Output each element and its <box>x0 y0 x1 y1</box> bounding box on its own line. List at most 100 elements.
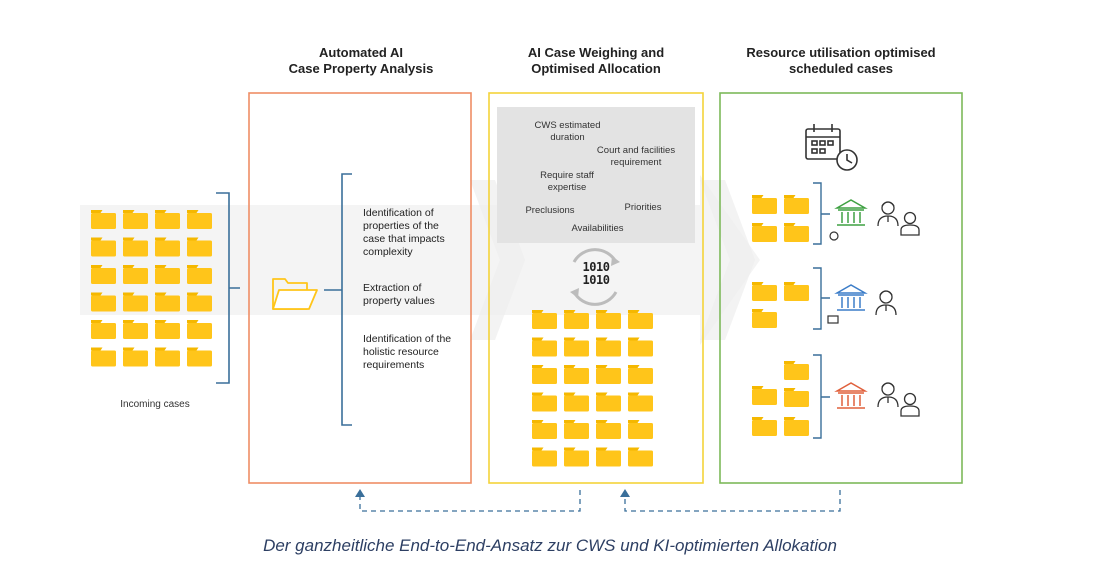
case-folder-icon <box>123 320 148 339</box>
case-folder-icon <box>123 347 148 367</box>
background-chevron <box>700 180 755 340</box>
courthouse-icon <box>834 284 868 311</box>
feedback-arrow-left <box>359 490 581 512</box>
factor-panel <box>497 107 695 243</box>
open-folder-icon <box>272 278 318 310</box>
heading-analysis: Automated AI Case Property Analysis <box>250 45 472 77</box>
heading-scheduled-line2: scheduled cases <box>788 61 894 76</box>
case-folder-icon <box>628 447 653 467</box>
case-folder-icon <box>564 310 589 329</box>
case-folder-icon <box>784 361 809 380</box>
case-folder-icon <box>752 386 777 405</box>
feedback-arrowhead-left <box>355 489 365 497</box>
analysis-item-1-line2: properties of the <box>363 220 439 232</box>
analysis-item-1-line1: Identification of <box>363 207 434 219</box>
factor-court-facilities-line1: Court and facilities <box>596 145 676 156</box>
case-folder-icon <box>187 210 212 229</box>
courthouse-icon <box>834 382 868 409</box>
incoming-folder-grid <box>91 210 212 367</box>
case-folder-icon <box>596 310 621 329</box>
factor-staff-expertise-line1: Require staff <box>540 170 594 181</box>
case-folder-icon <box>532 337 557 357</box>
case-folder-icon <box>596 392 621 412</box>
case-folder-icon <box>187 347 212 367</box>
factor-cws-duration: CWS estimated duration <box>525 120 610 144</box>
factor-cws-duration-line2: duration <box>550 132 585 143</box>
gavel-icon <box>829 231 839 241</box>
case-folder-icon <box>155 292 180 312</box>
case-folder-icon <box>91 210 116 229</box>
incoming-bracket <box>216 192 240 384</box>
case-folder-icon <box>628 420 653 439</box>
factor-staff-expertise: Require staff expertise <box>528 170 606 194</box>
case-folder-icon <box>155 265 180 284</box>
case-folder-icon <box>187 237 212 257</box>
feedback-arrowhead-right <box>620 489 630 497</box>
analysis-item-1: Identification of properties of the case… <box>363 207 468 259</box>
case-folder-icon <box>564 365 589 384</box>
case-folder-icon <box>596 337 621 357</box>
case-folder-icon <box>123 237 148 257</box>
judge-icon <box>877 382 899 408</box>
weighing-box <box>488 92 704 484</box>
case-folder-icon <box>532 420 557 439</box>
factor-court-facilities-line2: requirement <box>610 157 662 168</box>
analysis-bracket <box>324 173 352 426</box>
judge-icon <box>877 201 899 227</box>
case-folder-icon <box>628 310 653 329</box>
heading-scheduled-line1: Resource utilisation optimised <box>746 45 936 60</box>
case-folder-icon <box>596 365 621 384</box>
staff-icon <box>900 392 920 417</box>
analysis-item-2-line1: Extraction of <box>363 282 422 294</box>
binary-glyph-line1: 1010 <box>582 260 610 274</box>
case-folder-icon <box>752 282 777 301</box>
group-bracket-3 <box>813 354 830 439</box>
factor-availabilities: Availabilities <box>571 223 624 234</box>
heading-scheduled: Resource utilisation optimised scheduled… <box>718 45 964 77</box>
scheduled-folder-groups <box>752 195 809 436</box>
heading-weighing: AI Case Weighing and Optimised Allocatio… <box>488 45 704 77</box>
factor-cws-duration-line1: CWS estimated <box>534 120 601 131</box>
case-folder-icon <box>752 417 777 436</box>
analysis-item-2: Extraction of property values <box>363 282 468 308</box>
case-folder-icon <box>784 282 809 301</box>
case-folder-icon <box>91 237 116 257</box>
figure-caption: Der ganzheitliche End-to-End-Ansatz zur … <box>263 536 837 555</box>
case-folder-icon <box>91 265 116 284</box>
case-folder-icon <box>752 223 777 242</box>
case-folder-icon <box>596 420 621 439</box>
case-folder-icon <box>155 347 180 367</box>
case-folder-icon <box>187 320 212 339</box>
case-folder-icon <box>784 388 809 407</box>
case-folder-icon <box>784 417 809 436</box>
case-folder-icon <box>564 420 589 439</box>
monitor-icon <box>827 315 839 324</box>
case-folder-icon <box>187 292 212 312</box>
case-folder-icon <box>155 320 180 339</box>
case-folder-icon <box>752 309 777 328</box>
case-folder-icon <box>123 292 148 312</box>
case-folder-icon <box>91 320 116 339</box>
case-folder-icon <box>784 195 809 214</box>
case-folder-icon <box>564 447 589 467</box>
binary-data-icon <box>570 248 620 306</box>
case-folder-icon <box>784 223 809 242</box>
feedback-arrow-right <box>624 490 841 512</box>
case-folder-icon <box>564 392 589 412</box>
case-folder-icon <box>628 365 653 384</box>
heading-weighing-line2: Optimised Allocation <box>531 61 661 76</box>
case-folder-icon <box>187 265 212 284</box>
case-folder-icon <box>91 292 116 312</box>
heading-weighing-line1: AI Case Weighing and <box>527 45 665 60</box>
calendar-clock-icon <box>805 124 858 171</box>
analysis-item-3-line1: Identification of the <box>363 333 452 345</box>
incoming-cases-label: Incoming cases <box>120 399 190 410</box>
factor-staff-expertise-line2: expertise <box>547 182 587 193</box>
case-folder-icon <box>155 237 180 257</box>
weighing-folder-grid <box>532 310 653 467</box>
heading-analysis-line1: Automated AI <box>318 45 404 60</box>
case-folder-icon <box>532 310 557 329</box>
case-folder-icon <box>91 347 116 367</box>
heading-analysis-line2: Case Property Analysis <box>288 61 434 76</box>
case-folder-icon <box>628 337 653 357</box>
